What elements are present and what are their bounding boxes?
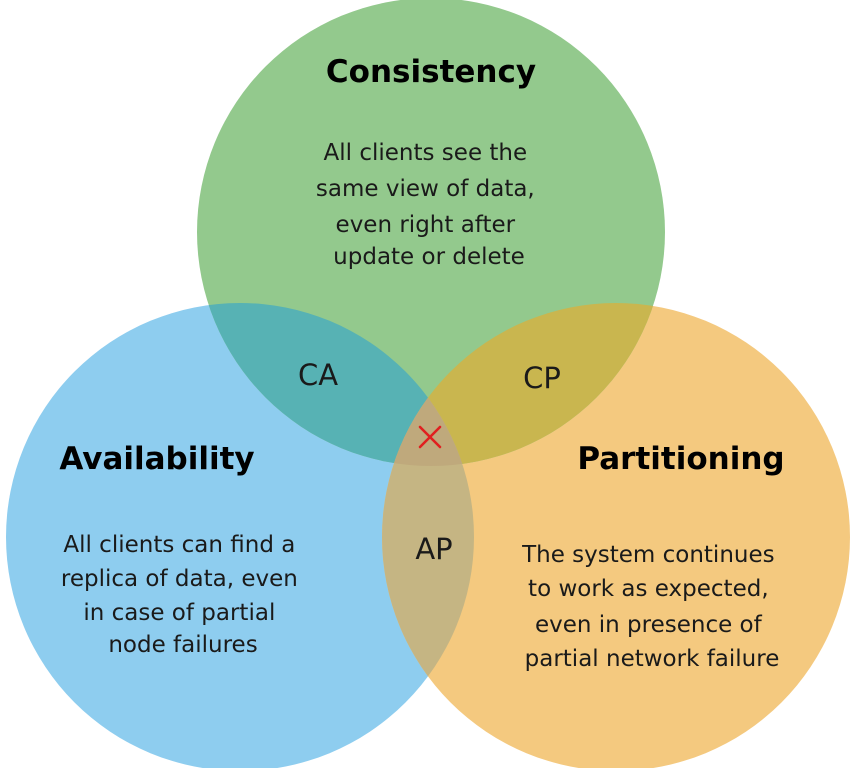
availability-description-line: All clients can find a [63,532,295,558]
availability-title: Availability [59,441,254,477]
partitioning-description: The system continues to work as expected… [521,542,782,672]
partitioning-description-line: The system continues [521,542,775,568]
cp-overlap-region [382,303,665,466]
partitioning-description-line: to work as expected, [528,576,769,602]
partitioning-title: Partitioning [577,441,784,477]
consistency-description-line: even right after [336,212,516,238]
availability-description: All clients can find a replica of data, … [61,532,305,658]
ca-overlap-region [197,303,474,466]
consistency-description: All clients see the same view of data, e… [316,140,542,270]
cp-label: CP [523,361,561,395]
consistency-description-line: same view of data, [316,176,535,202]
availability-description-line: node failures [108,632,257,658]
consistency-title: Consistency [326,54,536,90]
cross-icon [418,425,442,449]
partitioning-description-line: even in presence of [535,612,763,638]
partitioning-description-line: partial network failure [525,646,780,672]
availability-description-line: in case of partial [83,600,275,626]
consistency-description-line: update or delete [333,244,525,270]
ca-label: CA [298,358,338,392]
ap-label: AP [415,532,452,566]
consistency-description-line: All clients see the [324,140,528,166]
availability-description-line: replica of data, even [61,566,298,592]
